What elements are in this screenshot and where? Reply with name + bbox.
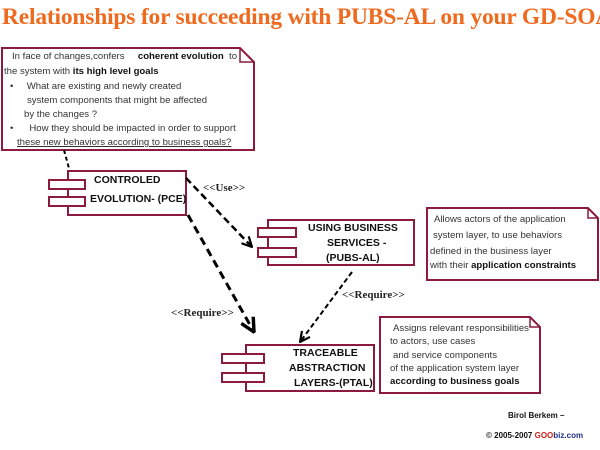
dependency-use-arrow [185,177,252,247]
note-bold-text: application constraints [471,260,577,271]
copyright-text: © 2005-2007 [486,431,533,440]
note-text: What are existing and newly created [26,81,182,92]
component-pce-shape [48,170,187,216]
note-bottom-line5: according to business goals [390,375,520,388]
component-pce-line1: CONTROLED [94,174,161,186]
note-middle-line1: Allows actors of the application [434,214,566,225]
note-middle [426,207,599,281]
note-top-bullet2: • How they should be impacted in order t… [10,122,236,135]
note-top-line2: the system with its high level goals [4,65,159,78]
note-bottom-line4: of the application system layer [390,363,520,374]
dependency-require-right-arrow [300,271,353,342]
note-bottom-line1: Assigns relevant responsibilities [393,323,529,334]
component-pubs-line1: USING BUSINESS [308,222,398,234]
component-ptal-line2: ABSTRACTION [289,362,366,374]
component-ptal-line3: LAYERS-(PTAL) [294,377,373,389]
note-bold-text: according to business goals [390,376,520,387]
note-top-line1: In face of changes,confers coherent evol… [12,50,237,63]
note-bottom-line2: to actors, use cases [390,336,476,347]
footer-copyright: © 2005-2007 GOObiz.com [486,431,583,440]
note-bottom [379,316,541,394]
component-pubs-line3: (PUBS-AL) [326,252,380,264]
component-ptal-shape [221,344,375,392]
footer-author: Birol Berkem – [508,411,565,420]
note-bold-text: its high level goals [72,66,159,77]
component-pubs-line2: SERVICES - [327,237,387,249]
stereotype-use: <<Use>> [203,182,246,194]
note-text: to [229,51,238,62]
note-text: with their [430,260,469,271]
note-middle-line3: defined in the business layer [430,246,552,257]
note-middle-line2: system layer, to use behaviors [433,230,563,241]
note-top-bullet1-line3: by the changes ? [24,109,98,120]
page-title: Relationships for succeeding with PUBS-A… [2,4,600,30]
component-pubs-shape [257,219,415,266]
note-middle-line4: with their application constraints [430,259,576,272]
note-bold-text: coherent evolution [137,51,224,62]
dependency-require-left-arrow [186,214,254,332]
note-top-bullet1-line2: system components that might be affected [27,95,208,106]
component-pce-line2: EVOLUTION- (PCE) [90,193,187,205]
bullet-icon: • [10,123,14,134]
stereotype-require-left: <<Require>> [171,307,234,319]
note-bottom-line3: and service components [393,350,497,361]
note-text: In face of changes,confers [12,51,125,62]
note-top-connector [63,149,71,173]
note-text: How they should be impacted in order to … [29,123,236,134]
component-ptal-line1: TRACEABLE [293,347,358,359]
note-top [1,47,255,151]
brand-domain-text: biz.com [553,431,584,440]
stereotype-require-right: <<Require>> [342,289,405,301]
note-top-bullet2-line2: these new behaviors according to busines… [17,137,232,148]
note-text: the system with [4,66,71,77]
brand-logo-text: GOO [534,431,554,440]
note-top-bullet1: • What are existing and newly created [10,80,181,93]
bullet-icon: • [10,81,14,92]
